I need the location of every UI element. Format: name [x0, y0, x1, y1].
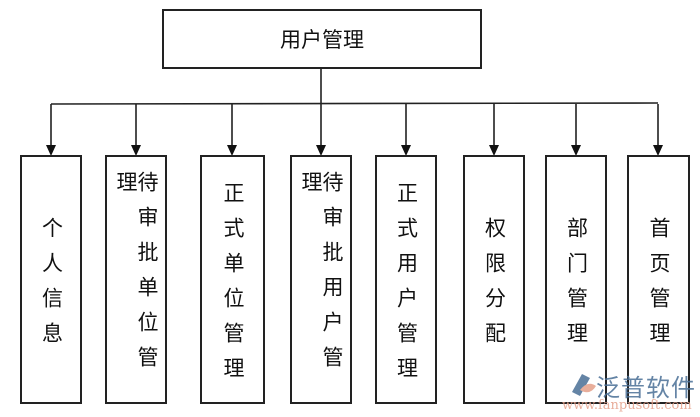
fanpu-logo-icon: [572, 374, 596, 396]
child-label: 正式单位管理: [221, 181, 245, 392]
child-node: 待审批单位管理: [105, 155, 167, 404]
child-node: 权限分配: [463, 155, 525, 404]
child-node: 正式用户管理: [375, 155, 437, 404]
arrowhead-icon: [227, 145, 237, 156]
arrowhead-icon: [46, 145, 56, 156]
root-label: 用户管理: [280, 28, 364, 52]
watermark-url: www.fanpusoft.com: [562, 398, 692, 413]
arrowhead-icon: [489, 145, 499, 156]
child-node: 个人信息: [20, 155, 82, 404]
bus-line: [50, 102, 659, 105]
child-label: 个人信息: [39, 216, 64, 357]
watermark-logo: 泛普软件 www.fanpusoft.com: [562, 368, 700, 417]
child-label: 部门管理: [564, 216, 589, 357]
arrowhead-icon: [316, 145, 326, 156]
child-label: 正式用户管理: [394, 181, 419, 392]
child-label: 首页管理: [647, 216, 671, 357]
child-node: 首页管理: [627, 155, 690, 404]
arrowhead-icon: [131, 145, 141, 156]
watermark-name: 泛普软件: [596, 374, 696, 402]
child-label: 待审批单位管理: [114, 171, 159, 381]
child-node: 正式单位管理: [200, 155, 265, 404]
child-label: 权限分配: [482, 216, 507, 357]
arrowhead-icon: [401, 145, 411, 156]
child-node: 部门管理: [545, 155, 607, 404]
child-label: 待审批用户管理: [299, 171, 344, 381]
child-node: 待审批用户管理: [290, 155, 352, 404]
arrowhead-icon: [653, 145, 663, 156]
arrowhead-icon: [571, 145, 581, 156]
root-node-user-management: 用户管理: [162, 9, 482, 69]
